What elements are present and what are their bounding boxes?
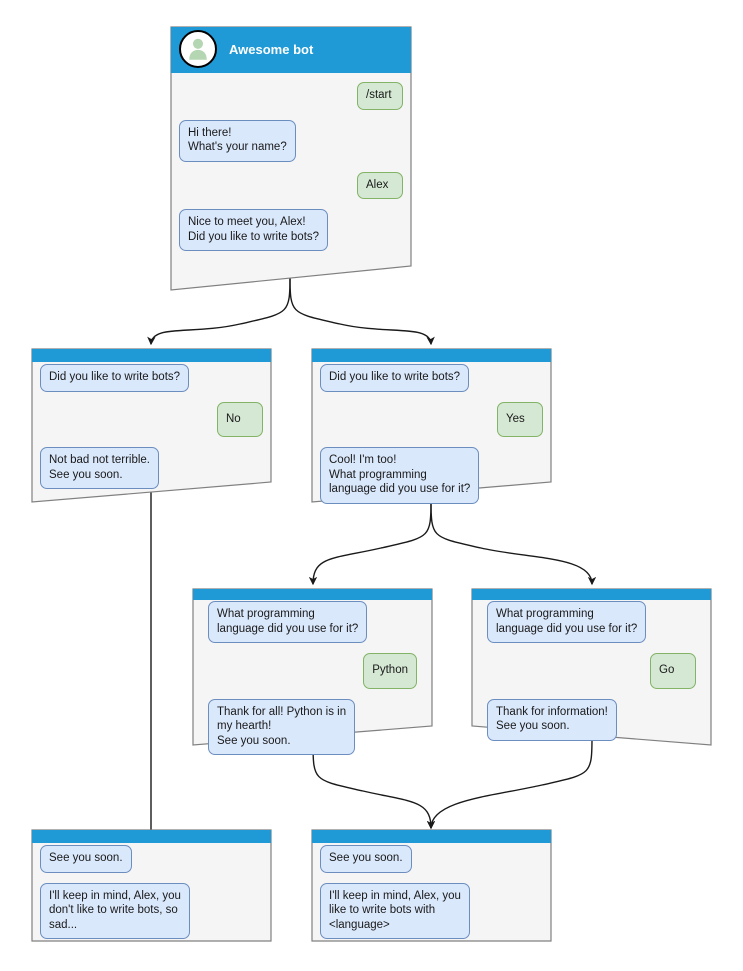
- user-message-bubble[interactable]: Alex: [357, 171, 403, 199]
- node-yes-branch-messages: Did you like to write bots? Yes Cool! I'…: [311, 364, 552, 514]
- message-row: I'll keep in mind, Alex, you like to wri…: [320, 882, 543, 939]
- bot-message-bubble[interactable]: Thank for information! See you soon.: [487, 698, 617, 741]
- bot-message-bubble[interactable]: I'll keep in mind, Alex, you don't like …: [40, 882, 190, 939]
- message-row: Alex: [179, 171, 403, 199]
- bot-message-bubble[interactable]: Thank for all! Python is in my hearth! S…: [208, 698, 356, 755]
- node-end-happy-content: See you soon. I'll keep in mind, Alex, y…: [311, 829, 552, 942]
- bot-message-bubble[interactable]: Not bad not terrible. See you soon.: [40, 447, 160, 489]
- node-root-content: Awesome bot /start Hi there! What's your…: [170, 26, 412, 292]
- message-row: Yes: [320, 401, 543, 437]
- message-row: Cool! I'm too! What programming language…: [320, 447, 543, 504]
- message-row: Go: [487, 653, 696, 689]
- node-no-branch[interactable]: Did you like to write bots? No Not bad n…: [31, 348, 272, 504]
- user-message-bubble[interactable]: No: [217, 401, 263, 437]
- message-row: Did you like to write bots?: [40, 364, 263, 392]
- message-row: Thank for information! See you soon.: [487, 698, 696, 741]
- node-python-branch-content: What programming language did you use fo…: [192, 588, 433, 755]
- node-end-sad[interactable]: See you soon. I'll keep in mind, Alex, y…: [31, 829, 272, 942]
- node-no-branch-content: Did you like to write bots? No Not bad n…: [31, 348, 272, 504]
- bot-message-bubble[interactable]: Nice to meet you, Alex! Did you like to …: [179, 209, 329, 251]
- bot-message-bubble[interactable]: Cool! I'm too! What programming language…: [320, 447, 480, 504]
- node-yes-branch-content: Did you like to write bots? Yes Cool! I'…: [311, 348, 552, 504]
- bot-message-bubble[interactable]: Did you like to write bots?: [320, 364, 470, 392]
- node-end-happy-messages: See you soon. I'll keep in mind, Alex, y…: [311, 845, 552, 949]
- node-root[interactable]: Awesome bot /start Hi there! What's your…: [170, 26, 412, 292]
- person-avatar-icon: [179, 30, 217, 68]
- node-root-title: Awesome bot: [229, 41, 314, 57]
- node-go-branch[interactable]: What programming language did you use fo…: [471, 588, 712, 747]
- message-row: I'll keep in mind, Alex, you don't like …: [40, 882, 263, 939]
- message-row: See you soon.: [320, 845, 543, 873]
- user-message-bubble[interactable]: Python: [363, 653, 417, 689]
- message-row: What programming language did you use fo…: [208, 601, 417, 643]
- user-message-bubble[interactable]: Yes: [497, 401, 543, 437]
- message-row: See you soon.: [40, 845, 263, 873]
- message-row: Did you like to write bots?: [320, 364, 543, 392]
- node-root-messages: /start Hi there! What's your name? Alex …: [170, 82, 412, 261]
- node-python-branch-messages: What programming language did you use fo…: [192, 601, 433, 765]
- message-row: Not bad not terrible. See you soon.: [40, 447, 263, 489]
- user-message-bubble[interactable]: Go: [650, 653, 696, 689]
- message-row: /start: [179, 82, 403, 110]
- node-python-branch[interactable]: What programming language did you use fo…: [192, 588, 433, 755]
- node-yes-branch[interactable]: Did you like to write bots? Yes Cool! I'…: [311, 348, 552, 504]
- bot-message-bubble[interactable]: Hi there! What's your name?: [179, 119, 296, 162]
- message-row: Thank for all! Python is in my hearth! S…: [208, 698, 417, 755]
- bot-message-bubble[interactable]: See you soon.: [40, 845, 132, 873]
- node-no-branch-messages: Did you like to write bots? No Not bad n…: [31, 364, 272, 499]
- node-go-branch-messages: What programming language did you use fo…: [471, 601, 712, 751]
- message-row: Hi there! What's your name?: [179, 119, 403, 162]
- bot-message-bubble[interactable]: See you soon.: [320, 845, 412, 873]
- message-row: Python: [208, 653, 417, 689]
- node-end-sad-content: See you soon. I'll keep in mind, Alex, y…: [31, 829, 272, 942]
- node-go-branch-content: What programming language did you use fo…: [471, 588, 712, 747]
- message-row: What programming language did you use fo…: [487, 601, 696, 643]
- edge-go-to-end-happy: [426, 737, 593, 830]
- node-end-happy[interactable]: See you soon. I'll keep in mind, Alex, y…: [311, 829, 552, 942]
- bot-message-bubble[interactable]: What programming language did you use fo…: [208, 601, 368, 643]
- bot-message-bubble[interactable]: I'll keep in mind, Alex, you like to wri…: [320, 882, 470, 939]
- node-end-sad-messages: See you soon. I'll keep in mind, Alex, y…: [31, 845, 272, 949]
- message-row: No: [40, 401, 263, 437]
- bot-message-bubble[interactable]: Did you like to write bots?: [40, 364, 190, 392]
- bot-message-bubble[interactable]: What programming language did you use fo…: [487, 601, 647, 643]
- user-message-bubble[interactable]: /start: [357, 82, 403, 110]
- node-root-titlebar: Awesome bot: [170, 26, 412, 72]
- message-row: Nice to meet you, Alex! Did you like to …: [179, 209, 403, 251]
